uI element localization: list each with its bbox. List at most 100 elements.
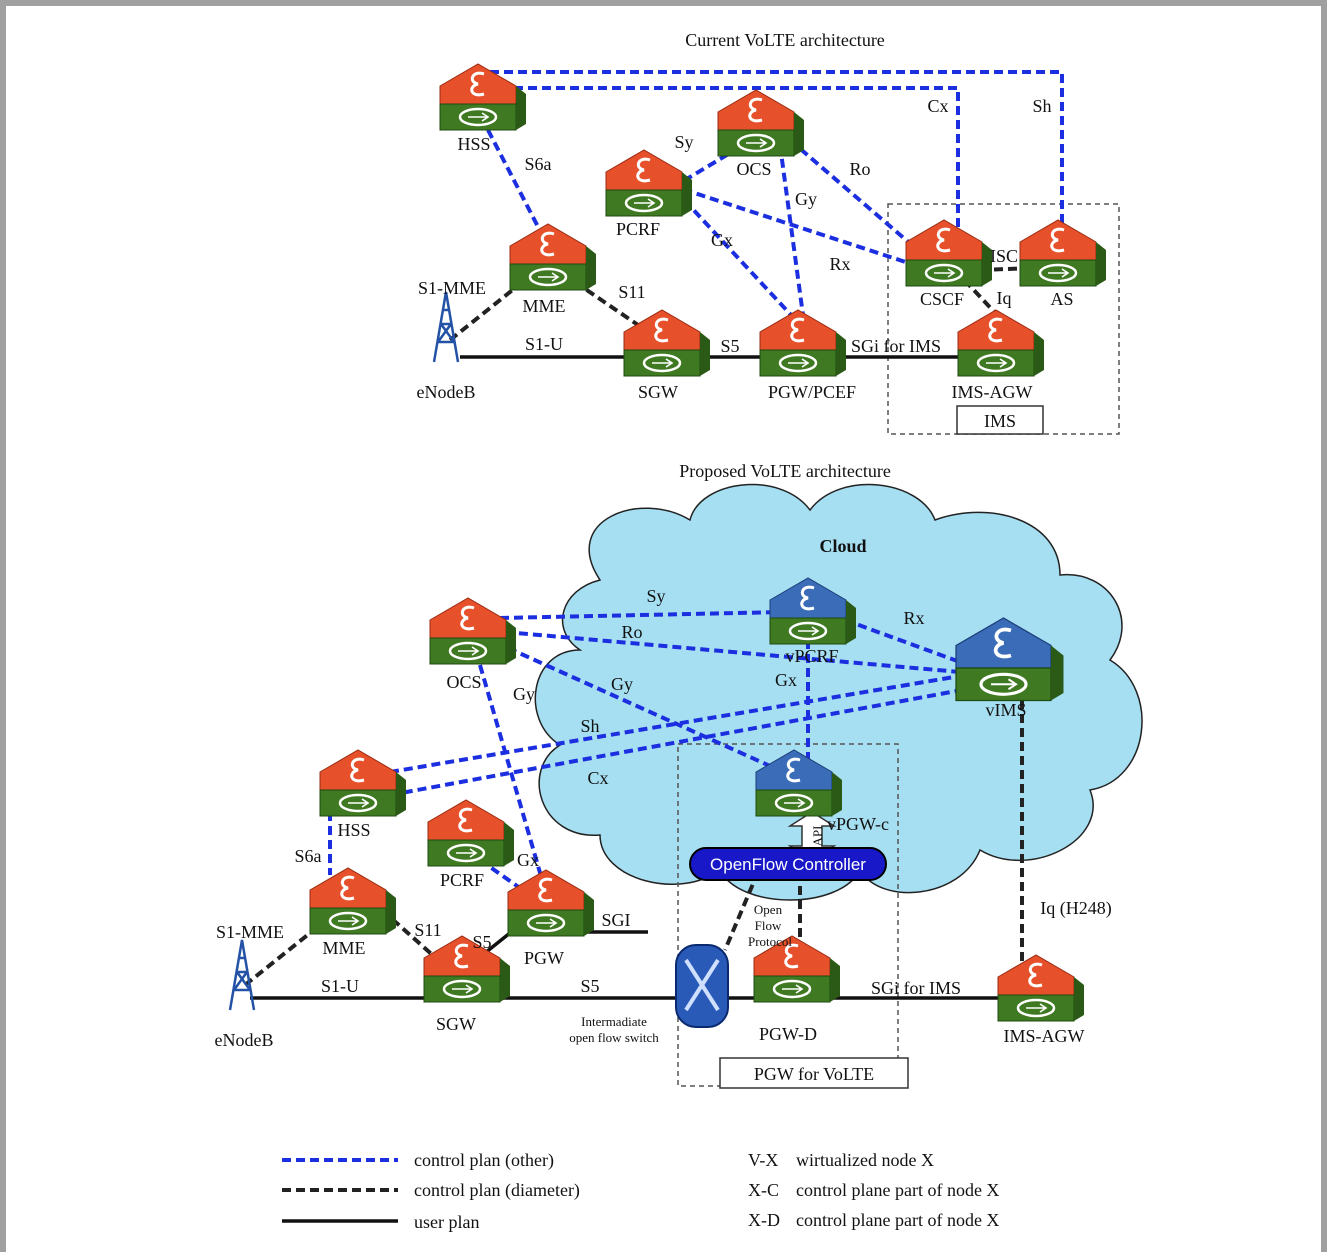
ocs-label: OCS [736, 159, 771, 179]
cx-label-b: Cx [587, 768, 608, 788]
switch-label-line2: open flow switch [569, 1030, 659, 1045]
rx-link-b [844, 618, 961, 664]
sh-link-b [389, 674, 961, 774]
ocs-node [716, 88, 806, 158]
cscf-node [904, 218, 994, 288]
cloud-shape [534, 483, 1143, 901]
ro-link-b [504, 630, 961, 674]
s11-label: S11 [618, 282, 645, 302]
cscf-label: CSCF [920, 289, 964, 309]
pgw-pcef-label: PGW/PCEF [768, 382, 856, 402]
pcrf-label: PCRF [616, 219, 660, 239]
hss-node-b [318, 748, 408, 818]
gy-link-b1 [507, 646, 791, 777]
sh-label-b: Sh [580, 716, 599, 736]
gx-label: Gx [711, 230, 733, 250]
sgi-label-b: SGI [601, 910, 630, 930]
openflow-protocol-line2: Flow [755, 918, 782, 933]
pgw-d-label: PGW-D [759, 1024, 817, 1044]
pgw-pcef-node [758, 308, 848, 378]
legend-label-user: user plan [414, 1212, 479, 1232]
as-label: AS [1050, 289, 1073, 309]
note-text-xc: control plane part of node X [796, 1180, 999, 1200]
ims-agw-node [956, 308, 1046, 378]
vpcrf-label: vPCRF [785, 646, 838, 666]
sy-link-b [499, 610, 786, 620]
sgi-ims-label-b: SGi for IMS [871, 978, 961, 998]
ims-agw-node-b [996, 953, 1086, 1023]
s6a-label-b: S6a [295, 846, 322, 866]
ims-box-label: IMS [984, 411, 1016, 431]
switch-label-line1: Intermadiate [581, 1014, 647, 1029]
s6a-label: S6a [525, 154, 552, 174]
cx-label: Cx [927, 96, 948, 116]
openflow-switch-icon [675, 944, 729, 1028]
note-key-xd: X-D [748, 1210, 780, 1230]
pcrf-node-b [426, 798, 516, 868]
ocs-node-b [428, 596, 518, 666]
s1-mme-link [448, 278, 527, 342]
gy-label-b2: Gy [513, 684, 535, 704]
ro-label: Ro [849, 159, 870, 179]
enodeb-label-b: eNodeB [215, 1030, 274, 1050]
cloud-label: Cloud [819, 536, 866, 556]
enodeb-tower-icon [432, 290, 460, 364]
pgw-label-b: PGW [524, 948, 564, 968]
ims-agw-label-b: IMS-AGW [1004, 1026, 1085, 1046]
hss-label: HSS [457, 134, 490, 154]
s5-label-pgw: S5 [472, 932, 491, 952]
legend-label-other: control plan (other) [414, 1150, 554, 1171]
sgi-ims-label: SGi for IMS [851, 336, 941, 356]
mme-label-b: MME [322, 938, 365, 958]
s1-mme-label-b: S1-MME [216, 922, 284, 942]
openflow-link-1 [723, 871, 760, 951]
gy-label-b1: Gy [611, 674, 633, 694]
as-node [1018, 218, 1108, 288]
legend-label-diameter: control plan (diameter) [414, 1180, 580, 1201]
gx-label-cloud: Gx [775, 670, 797, 690]
s1-mme-label: S1-MME [418, 278, 486, 298]
note-key-xc: X-C [748, 1180, 779, 1200]
sgw-node [622, 308, 712, 378]
openflow-protocol-line1: Open [754, 902, 783, 917]
title-proposed: Proposed VoLTE architecture [679, 461, 891, 481]
pcrf-node [604, 148, 694, 218]
s1-u-label-b: S1-U [321, 976, 359, 996]
pgw-node-b [506, 868, 596, 938]
ro-label-b: Ro [621, 622, 642, 642]
ims-box-label-frame [956, 405, 1044, 435]
s1-u-label: S1-U [525, 334, 563, 354]
sy-label-b: Sy [646, 586, 665, 606]
ims-agw-label: IMS-AGW [952, 382, 1033, 402]
hss-label-b: HSS [337, 820, 370, 840]
s11-label-b: S11 [414, 920, 441, 940]
pcrf-label-b: PCRF [440, 870, 484, 890]
pgw-volte-box-label-frame [719, 1057, 909, 1089]
sgw-node-b [422, 934, 512, 1004]
s5-label: S5 [720, 336, 739, 356]
note-key-vx: V-X [748, 1150, 778, 1170]
enodeb-label: eNodeB [417, 382, 476, 402]
mme-label: MME [522, 296, 565, 316]
isc-label: ISC [990, 246, 1018, 266]
gx-link [673, 188, 807, 332]
ocs-label-b: OCS [446, 672, 481, 692]
rx-label: Rx [829, 254, 850, 274]
api-label: API [810, 826, 825, 847]
gy-link-b2 [478, 664, 547, 891]
vims-label: vIMS [985, 700, 1026, 720]
iq-h248-label: Iq (H248) [1040, 898, 1111, 919]
gy-label: Gy [795, 189, 817, 209]
openflow-controller [689, 847, 887, 881]
pgw-volte-box-label: PGW for VoLTE [754, 1064, 874, 1084]
sgw-label: SGW [638, 382, 678, 402]
gy-link [778, 144, 807, 331]
iq-label: Iq [997, 288, 1012, 308]
note-text-xd: control plane part of node X [796, 1210, 999, 1230]
mme-node-b [308, 866, 398, 936]
pgw-volte-box [677, 743, 899, 1087]
openflow-controller-label: OpenFlow Controller [710, 855, 866, 874]
title-current: Current VoLTE architecture [685, 30, 885, 50]
